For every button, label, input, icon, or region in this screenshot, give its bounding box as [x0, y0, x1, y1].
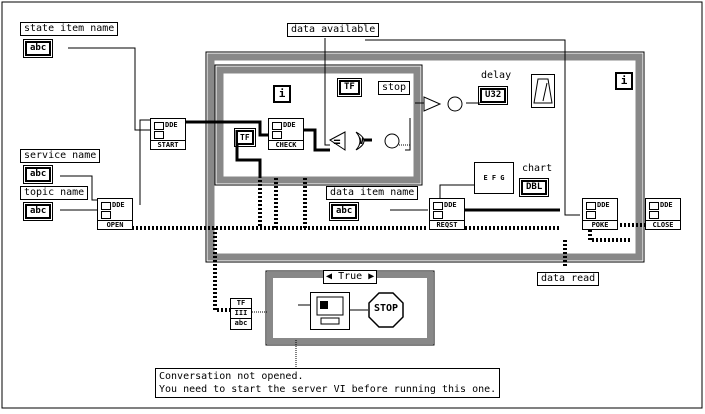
- state-item-name-label: state item name: [20, 22, 119, 36]
- service-name-label: service name: [20, 149, 101, 163]
- delay-label: delay: [478, 70, 515, 82]
- dde-request-subvi[interactable]: DDE REQST: [429, 198, 465, 230]
- computer-icon: [101, 202, 111, 210]
- case-selector[interactable]: ◀ True ▶: [323, 270, 378, 284]
- computer-icon: [649, 202, 659, 210]
- case-next-arrow-icon[interactable]: ▶: [368, 271, 375, 282]
- case-structure: [267, 272, 433, 344]
- computer-icon: [154, 122, 164, 130]
- case-prev-arrow-icon[interactable]: ◀: [326, 271, 333, 282]
- stop-indicator[interactable]: TF: [337, 78, 362, 97]
- inner-loop-iteration-icon: i: [273, 85, 291, 103]
- check-boolean-terminal: TF: [234, 128, 256, 147]
- dde-open-subvi[interactable]: DDE OPEN: [97, 198, 133, 230]
- data-item-name-control[interactable]: abc: [328, 202, 360, 221]
- error-message-constant: Conversation not opened. You need to sta…: [155, 368, 501, 398]
- topic-name-control[interactable]: abc: [22, 202, 54, 221]
- computer-icon: [433, 202, 443, 210]
- outer-loop-iteration-icon: i: [615, 72, 633, 90]
- dialog-box-icon: [310, 292, 350, 330]
- computer-icon: [433, 211, 443, 219]
- topic-name-label: topic name: [20, 186, 89, 200]
- stop-label: stop: [378, 81, 411, 95]
- delay-control[interactable]: U32: [477, 86, 509, 105]
- computer-icon: [586, 211, 596, 219]
- computer-icon: [154, 131, 164, 139]
- build-waveform-icon: E F G: [474, 162, 514, 194]
- or-gate: ∨: [358, 134, 365, 147]
- computer-icon: [272, 131, 282, 139]
- computer-icon: [272, 122, 282, 130]
- data-read-label: data read: [537, 272, 600, 286]
- dde-close-subvi[interactable]: DDE CLOSE: [645, 198, 681, 230]
- outer-while-loop: [207, 53, 643, 261]
- computer-icon: [586, 202, 596, 210]
- inner-while-loop: [216, 66, 421, 184]
- chart-indicator[interactable]: DBL: [518, 178, 550, 197]
- data-available-label: data available: [287, 23, 380, 37]
- service-name-control[interactable]: abc: [22, 165, 54, 184]
- unbundle-node: TF III abc: [230, 298, 252, 330]
- data-item-name-label: data item name: [326, 186, 419, 200]
- dde-check-subvi[interactable]: DDE CHECK: [268, 118, 304, 150]
- dde-start-subvi[interactable]: DDE START: [150, 118, 186, 150]
- equals-operator: =: [333, 135, 341, 149]
- computer-icon: [649, 211, 659, 219]
- dde-poke-subvi[interactable]: DDE POKE: [582, 198, 618, 230]
- stop-sign-icon: STOP: [368, 292, 404, 328]
- metronome-icon: [531, 74, 555, 108]
- state-item-name-control[interactable]: abc: [22, 39, 54, 58]
- computer-icon: [101, 211, 111, 219]
- chart-label: chart: [519, 163, 556, 175]
